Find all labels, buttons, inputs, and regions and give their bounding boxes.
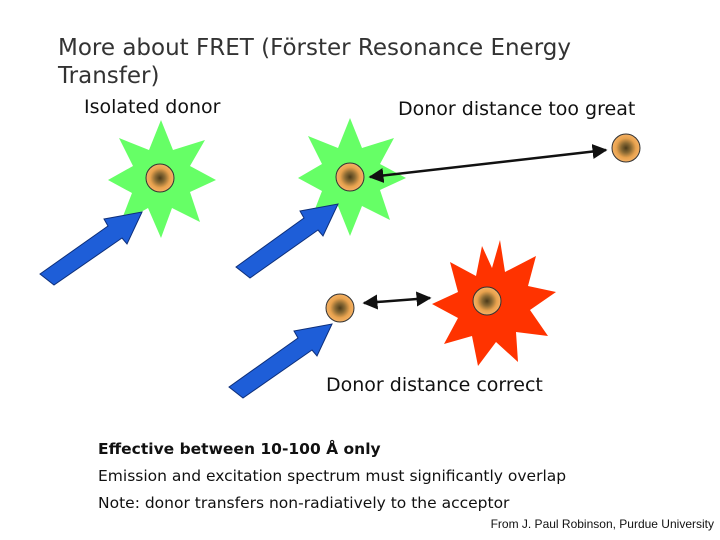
distance-arrow-correct — [362, 291, 432, 310]
donor-molecule-2 — [335, 162, 365, 192]
acceptor-molecule-far — [611, 133, 641, 163]
credit-line: From J. Paul Robinson, Purdue University — [490, 517, 714, 531]
excitation-arrow-2 — [235, 203, 339, 279]
donor-molecule-1 — [145, 163, 175, 193]
donor-molecule-3 — [325, 293, 355, 323]
label-distance-too-great: Donor distance too great — [398, 98, 636, 120]
label-isolated-donor: Isolated donor — [84, 96, 221, 118]
label-distance-correct: Donor distance correct — [326, 374, 543, 396]
note-non-radiative: Note: donor transfers non-radiatively to… — [98, 494, 510, 512]
excitation-arrow-1 — [39, 211, 143, 286]
note-spectrum-overlap: Emission and excitation spectrum must si… — [98, 467, 567, 485]
note-effective-range: Effective between 10-100 Å only — [98, 440, 381, 458]
excitation-arrow-3 — [228, 323, 333, 399]
acceptor-molecule-near — [472, 286, 502, 316]
notes: Effective between 10-100 Å only Emission… — [98, 436, 566, 517]
slide-title: More about FRET (Förster Resonance Energ… — [58, 35, 571, 89]
distance-arrow-too-great — [368, 144, 608, 183]
